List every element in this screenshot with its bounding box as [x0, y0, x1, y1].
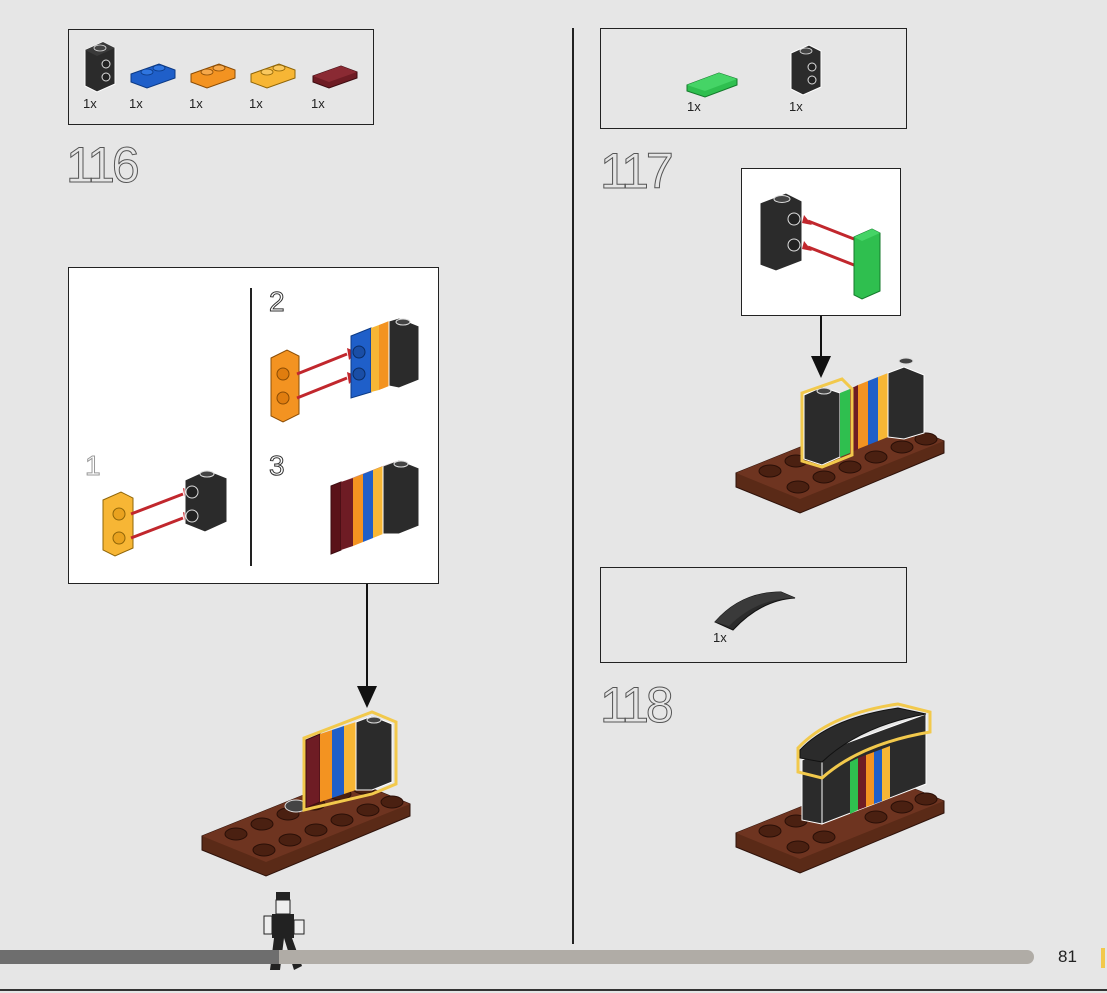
- dark-red-tile-icon: [311, 58, 361, 98]
- progress-fill: [0, 950, 279, 964]
- black-brick-icon: [787, 43, 827, 103]
- step-number-116: 116: [66, 136, 137, 194]
- black-curved-slope-icon: [711, 582, 801, 632]
- page-number: 81: [1058, 947, 1077, 967]
- page-column-divider: [572, 28, 574, 944]
- blue-plate-icon: [129, 58, 179, 98]
- part-qty: 1x: [83, 96, 97, 111]
- substep-callout: 1 2 3: [68, 267, 439, 584]
- black-brick-icon: [81, 40, 121, 100]
- callout-divider: [250, 288, 252, 566]
- step-number-118: 118: [600, 676, 671, 734]
- parts-box-step-116: 1x 1x 1x 1x 1x: [68, 29, 374, 125]
- green-tile-icon: [685, 63, 741, 103]
- substep-callout: [741, 168, 901, 316]
- yellow-plate-icon: [249, 58, 299, 98]
- part-qty: 1x: [249, 96, 263, 111]
- parts-box-step-118: 1x: [600, 567, 907, 663]
- substep-number-3: 3: [269, 450, 285, 482]
- part-qty: 1x: [687, 99, 701, 114]
- parts-box-step-117: 1x 1x: [600, 28, 907, 129]
- callout-illustration: [746, 173, 896, 313]
- part-qty: 1x: [129, 96, 143, 111]
- step-number-117: 117: [600, 142, 671, 200]
- page-edge-marker: [1101, 948, 1105, 968]
- orange-plate-icon: [189, 58, 239, 98]
- substep-1-illustration: [97, 456, 247, 576]
- step-118-model: [730, 700, 950, 885]
- part-qty: 1x: [789, 99, 803, 114]
- step-116-model: [196, 708, 416, 888]
- part-qty: 1x: [311, 96, 325, 111]
- substep-3-illustration: [329, 456, 439, 566]
- pointer-arrow: [357, 584, 377, 714]
- substep-2-illustration: [267, 310, 437, 430]
- bottom-rule: [0, 989, 1107, 991]
- part-qty: 1x: [713, 630, 727, 645]
- part-qty: 1x: [189, 96, 203, 111]
- step-117-model: [730, 345, 950, 525]
